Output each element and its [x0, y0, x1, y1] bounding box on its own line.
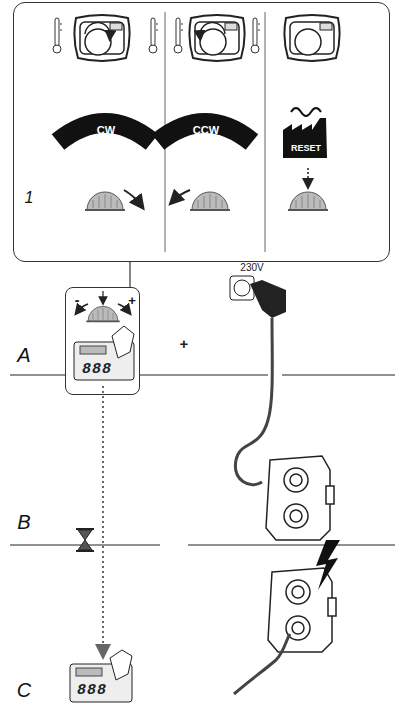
node-text: 888 [82, 362, 112, 377]
node-text: - [75, 293, 80, 307]
label-text: 230V [240, 263, 263, 273]
label-text: C [17, 680, 31, 700]
node-text: 1 [25, 190, 34, 206]
node-text: RESET [291, 144, 321, 153]
label-text: 888 [77, 683, 107, 698]
label-text: B [17, 512, 30, 532]
panel-box: CW CCW RESET 1 [13, 2, 390, 262]
label-text: A [17, 345, 30, 365]
label-text: + [180, 336, 189, 351]
node-text: CW [97, 125, 115, 136]
node-text: + [128, 294, 136, 307]
connector-line [129, 262, 130, 287]
node-text: CCW [193, 125, 219, 136]
control-box: - +888 [65, 287, 140, 395]
